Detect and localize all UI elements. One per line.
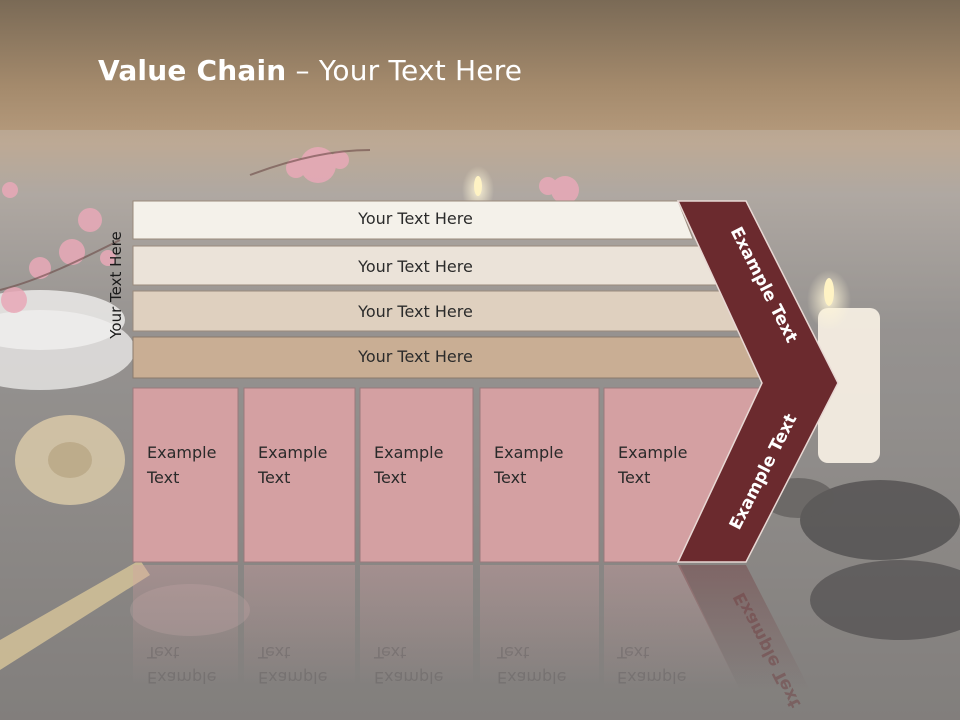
box-shape-2[interactable] <box>243 387 356 563</box>
row-label-1: Your Text Here <box>358 209 473 228</box>
row-label-3: Your Text Here <box>358 302 473 321</box>
title-bold: Value Chain <box>98 54 287 87</box>
box-shape-4[interactable] <box>479 387 600 563</box>
box-shape-1[interactable] <box>132 387 239 563</box>
box-shape-3[interactable] <box>359 387 474 563</box>
row-label-2: Your Text Here <box>358 257 473 276</box>
chevron-shape[interactable] <box>676 200 839 563</box>
row-label-4: Your Text Here <box>358 347 473 366</box>
slide-title: Value Chain – Your Text Here <box>98 54 522 87</box>
row-shape-1[interactable] <box>132 200 694 240</box>
title-rest: – Your Text Here <box>286 54 523 87</box>
